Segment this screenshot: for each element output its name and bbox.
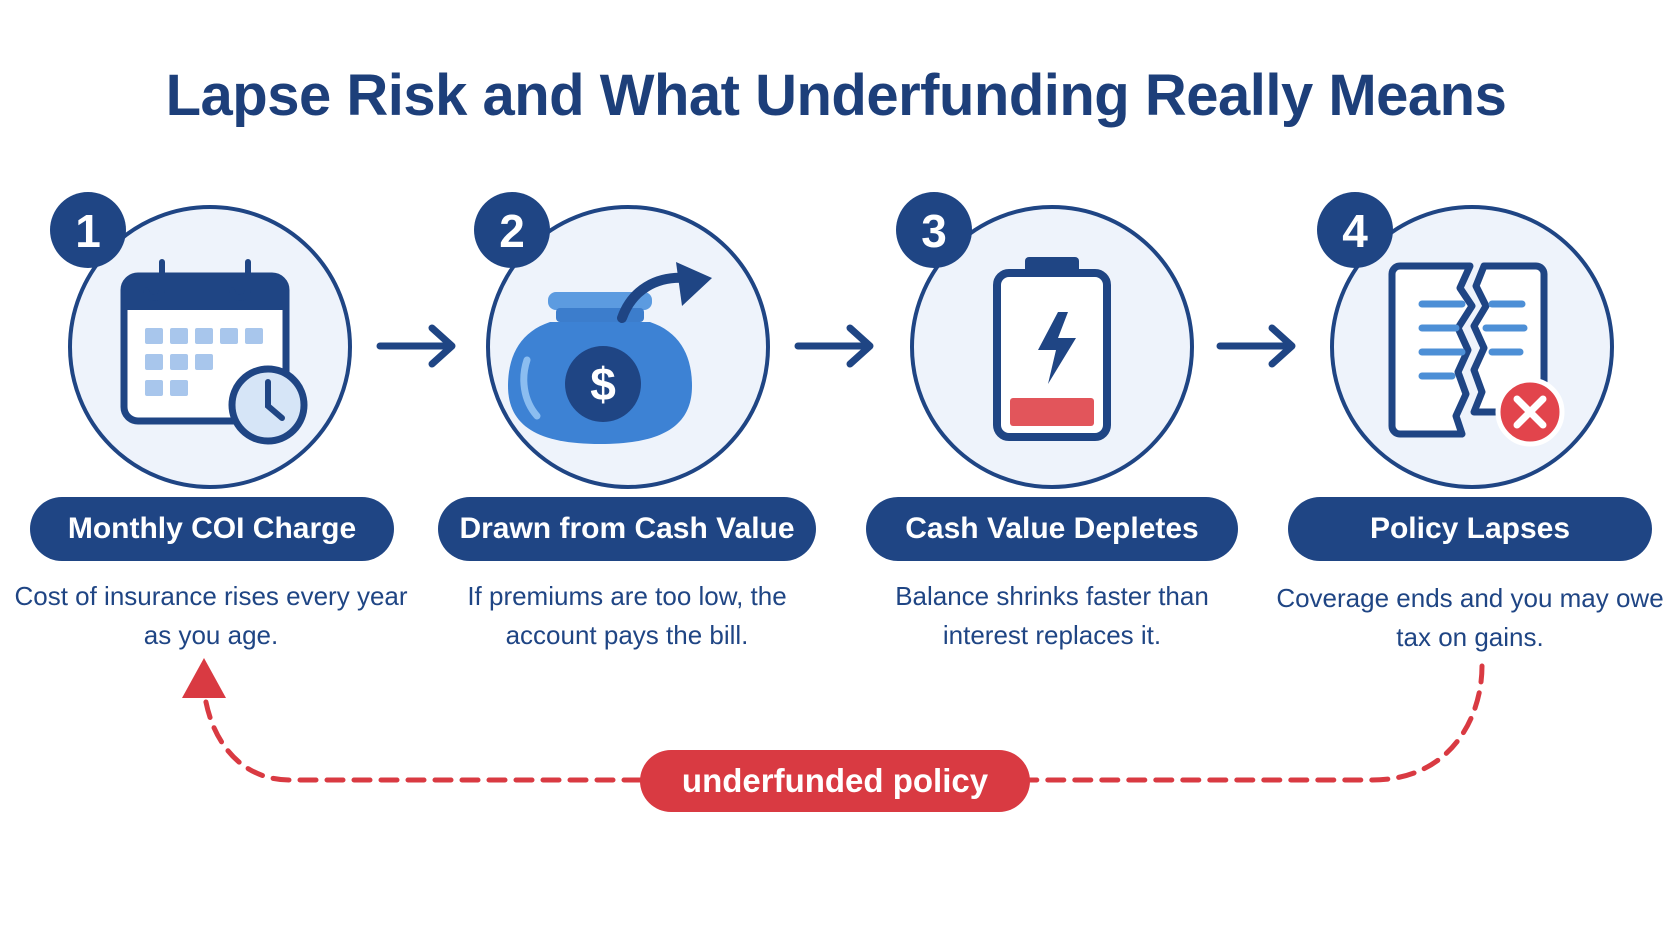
underfunded-loop-arrow	[182, 658, 1485, 783]
svg-text:3: 3	[921, 205, 947, 257]
svg-text:4: 4	[1342, 205, 1368, 257]
arrow-1-to-2	[376, 324, 456, 368]
step-4-label: Policy Lapses	[1288, 497, 1652, 561]
step-1-label: Monthly COI Charge	[30, 497, 394, 561]
step-3-label: Cash Value Depletes	[866, 497, 1238, 561]
underfunded-policy-badge: underfunded policy	[640, 750, 1030, 812]
step-4-badge: 4	[1317, 192, 1393, 268]
step-2-label: Drawn from Cash Value	[438, 497, 816, 561]
svg-text:1: 1	[75, 205, 101, 257]
page-title: Lapse Risk and What Underfunding Really …	[165, 63, 1507, 128]
step-1-badge: 1	[50, 192, 126, 268]
svg-text:2: 2	[499, 205, 525, 257]
step-3-description: Balance shrinks faster than interest rep…	[895, 581, 1209, 650]
arrow-2-to-3	[794, 324, 874, 368]
money-jar-icon: $	[508, 262, 712, 444]
step-1-description: Cost of insurance rises every year as yo…	[14, 581, 408, 650]
arrow-3-to-4	[1216, 324, 1296, 368]
step-2-description: If premiums are too low, the account pay…	[467, 581, 787, 650]
low-battery-icon	[993, 257, 1111, 441]
svg-text:$: $	[590, 358, 616, 410]
step-2-badge: 2	[474, 192, 550, 268]
step-4-description: Coverage ends and you may owe tax on gai…	[1276, 583, 1664, 652]
torn-document-icon	[1388, 262, 1565, 447]
step-3-badge: 3	[896, 192, 972, 268]
calendar-clock-icon	[120, 259, 308, 445]
